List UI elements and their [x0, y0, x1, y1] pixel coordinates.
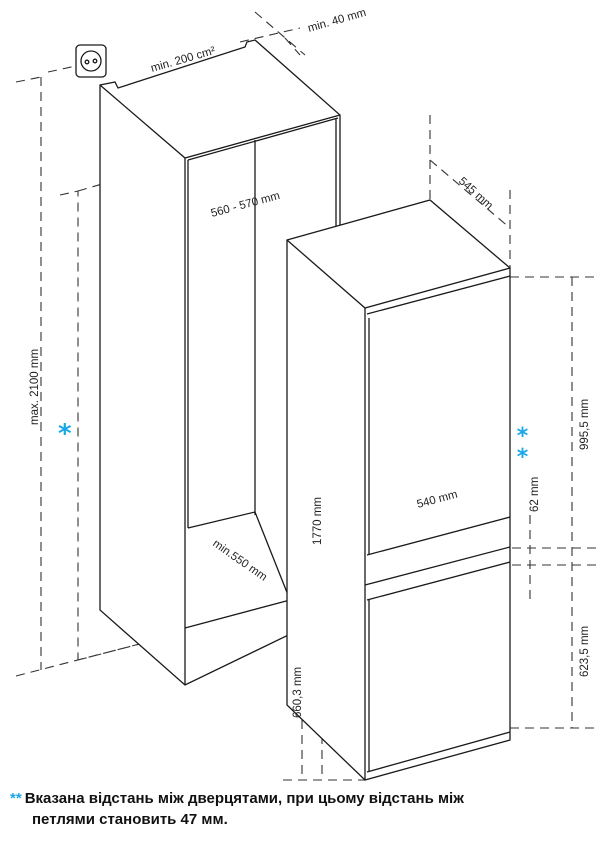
- power-socket-icon: [75, 44, 107, 78]
- footnote: **Вказана відстань між дверцятами, при ц…: [10, 788, 600, 830]
- footnote-line-2: петлями становить 47 мм.: [32, 811, 228, 828]
- fridge-height-label: 1770 mm: [312, 497, 324, 545]
- double-asterisk-marker: **: [510, 424, 535, 466]
- top-gap-label: min. 40 mm: [307, 7, 368, 35]
- lower-door: [364, 546, 511, 773]
- upper-door-label: 995,5 mm: [579, 399, 591, 450]
- refrigerator: [286, 199, 511, 781]
- fridge-depth-label: 545 mm: [456, 175, 495, 212]
- footnote-line-1: Вказана відстань між дверцятами, при цьо…: [24, 790, 464, 807]
- upper-door: [366, 275, 511, 556]
- niche-height-label: max. 2100 mm: [29, 349, 41, 425]
- lower-door-label: 623,5 mm: [579, 626, 591, 677]
- door-gap-label: 62 mm: [529, 477, 541, 512]
- hinge-height-label: 660,3 mm: [292, 667, 304, 718]
- footnote-marker: **: [10, 790, 22, 807]
- single-asterisk-marker: *: [58, 419, 72, 449]
